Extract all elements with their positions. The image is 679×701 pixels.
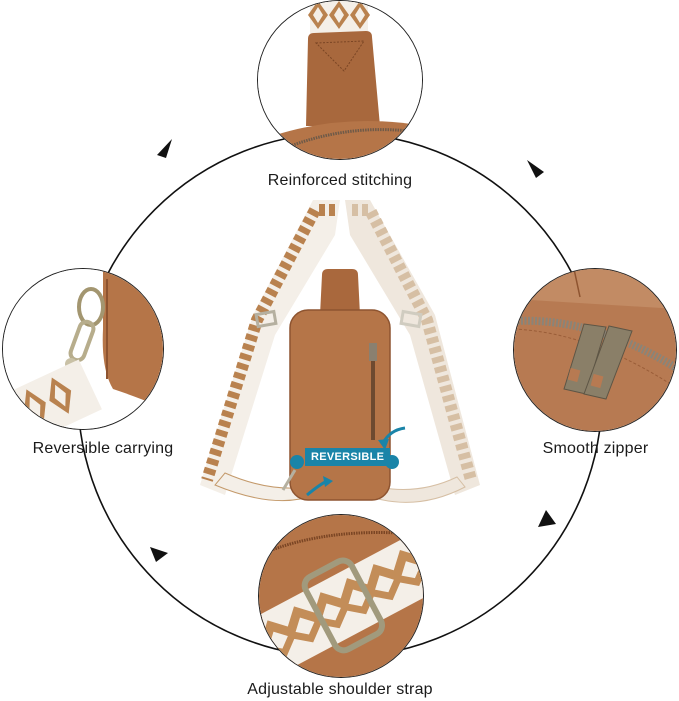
strap-buckle-image [259,515,423,677]
double-zipper-image [514,269,676,431]
strap-stitch-image [258,1,422,159]
arrow-icon [150,139,556,562]
sling-bag-illustration [200,200,480,503]
feature-circle-stitching [257,0,423,160]
feature-label-zipper: Smooth zipper [542,440,649,457]
feature-label-stitching: Reinforced stitching [267,172,413,189]
clasp-hook-image [3,269,163,429]
feature-circle-zipper [513,268,677,432]
feature-circle-strap [258,514,424,678]
reversible-badge: REVERSIBLE [305,448,391,466]
feature-label-strap: Adjustable shoulder strap [247,681,433,698]
feature-label-reversible: Reversible carrying [32,440,174,457]
feature-circle-reversible [2,268,164,430]
product-image [195,195,485,515]
